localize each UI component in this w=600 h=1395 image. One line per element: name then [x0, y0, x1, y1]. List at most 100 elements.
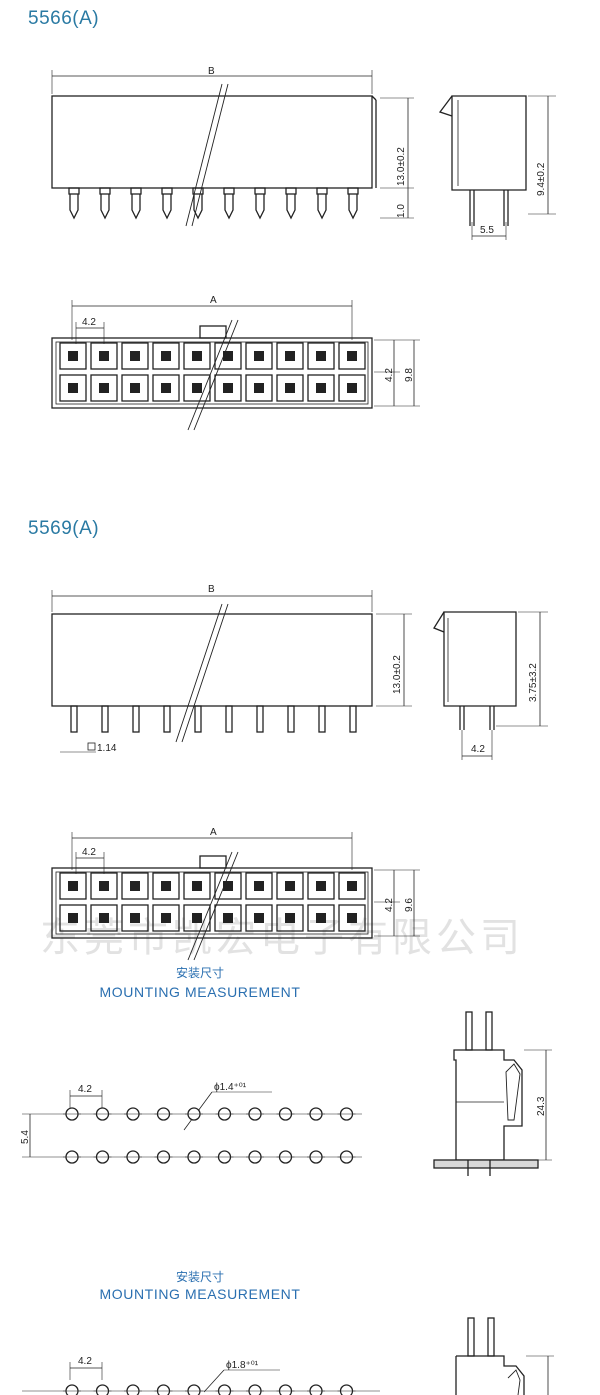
cavity [90, 872, 118, 900]
cavity [90, 374, 118, 402]
cavity [276, 342, 304, 370]
pin-shoulder [254, 187, 266, 195]
side-view-5569 [433, 611, 548, 760]
cavity [90, 342, 118, 370]
mounting-pattern-1 [22, 1090, 362, 1164]
cavity [214, 904, 242, 932]
pin [69, 194, 79, 220]
terminal [347, 913, 357, 923]
terminal [347, 383, 357, 393]
latch [199, 325, 227, 339]
cavity [276, 374, 304, 402]
pin-shoulder [223, 187, 235, 195]
mounting-hole [65, 1384, 79, 1395]
pin [163, 705, 171, 733]
terminal [285, 351, 295, 361]
terminal [192, 913, 202, 923]
terminal [68, 881, 78, 891]
cavity [152, 342, 180, 370]
mounting-hole [156, 1384, 171, 1395]
mount1-pitch: 4.2 [78, 1084, 92, 1095]
terminal [316, 913, 326, 923]
cavity [152, 872, 180, 900]
cavity [307, 374, 335, 402]
terminal [285, 913, 295, 923]
cavity [245, 374, 273, 402]
cavity [338, 342, 366, 370]
cavity [307, 872, 335, 900]
pin [162, 194, 172, 220]
mounting-hole [95, 1384, 110, 1395]
pin [287, 705, 295, 733]
terminal [161, 351, 171, 361]
mount2-en-label: MOUNTING MEASUREMENT [99, 1286, 301, 1302]
terminal [68, 383, 78, 393]
dim-side-height-5566: 9.4±0.2 [536, 162, 547, 196]
cavity [307, 342, 335, 370]
dim-pitch-5569: 4.2 [82, 847, 96, 858]
terminal [316, 351, 326, 361]
terminal [347, 351, 357, 361]
dim-row-5569: 4.2 [384, 898, 395, 912]
terminal [254, 383, 264, 393]
pin [131, 194, 141, 220]
cavity [183, 374, 211, 402]
terminal [254, 913, 264, 923]
pin [224, 194, 234, 220]
terminal [68, 351, 78, 361]
dim-depth-5569: 9.6 [404, 898, 415, 912]
break-line [185, 83, 223, 227]
terminal [254, 881, 264, 891]
housing-front-5569 [51, 613, 373, 707]
terminal [347, 881, 357, 891]
dim-a-5566: A [210, 295, 217, 306]
dim-b-5566: B [208, 66, 215, 77]
terminal [254, 351, 264, 361]
terminal [130, 913, 140, 923]
cavity [338, 872, 366, 900]
section-title-5569: 5569(A) [28, 518, 100, 539]
dim-side-pitch-5566: 5.5 [480, 225, 494, 236]
terminal [130, 351, 140, 361]
cavity [59, 872, 87, 900]
terminal [223, 383, 233, 393]
cavity [245, 872, 273, 900]
dim-side-height-5569: 3.75±3.2 [528, 663, 539, 702]
terminal [316, 383, 326, 393]
pin [193, 194, 203, 220]
cavity [214, 342, 242, 370]
terminal [161, 913, 171, 923]
cavity [59, 342, 87, 370]
terminal [99, 913, 109, 923]
dim-a-5569: A [210, 827, 217, 838]
terminal [223, 913, 233, 923]
pins-5569 [70, 705, 357, 733]
terminal [161, 383, 171, 393]
mounting-hole [309, 1384, 323, 1395]
terminal [223, 351, 233, 361]
terminal [192, 383, 202, 393]
pins-5566 [68, 187, 359, 220]
cavity [245, 904, 273, 932]
cavity [152, 374, 180, 402]
pin [317, 194, 327, 220]
dim-height-5569: 13.0±0.2 [392, 655, 403, 694]
cavity [276, 872, 304, 900]
housing-front [51, 95, 373, 189]
mounting-pattern-2 [22, 1362, 380, 1395]
mount1-hole: ϕ1.4⁺⁰¹ [214, 1082, 247, 1093]
terminal [130, 383, 140, 393]
mounting-hole [187, 1384, 201, 1395]
cavity [152, 904, 180, 932]
cavity [90, 904, 118, 932]
terminal [192, 351, 202, 361]
mounting-hole [278, 1384, 293, 1395]
housing-top [51, 337, 373, 409]
terminal [285, 881, 295, 891]
pin [70, 705, 78, 733]
pin [100, 194, 110, 220]
pin-shoulder [68, 187, 80, 195]
cavity [121, 872, 149, 900]
pin-shoulder [161, 187, 173, 195]
